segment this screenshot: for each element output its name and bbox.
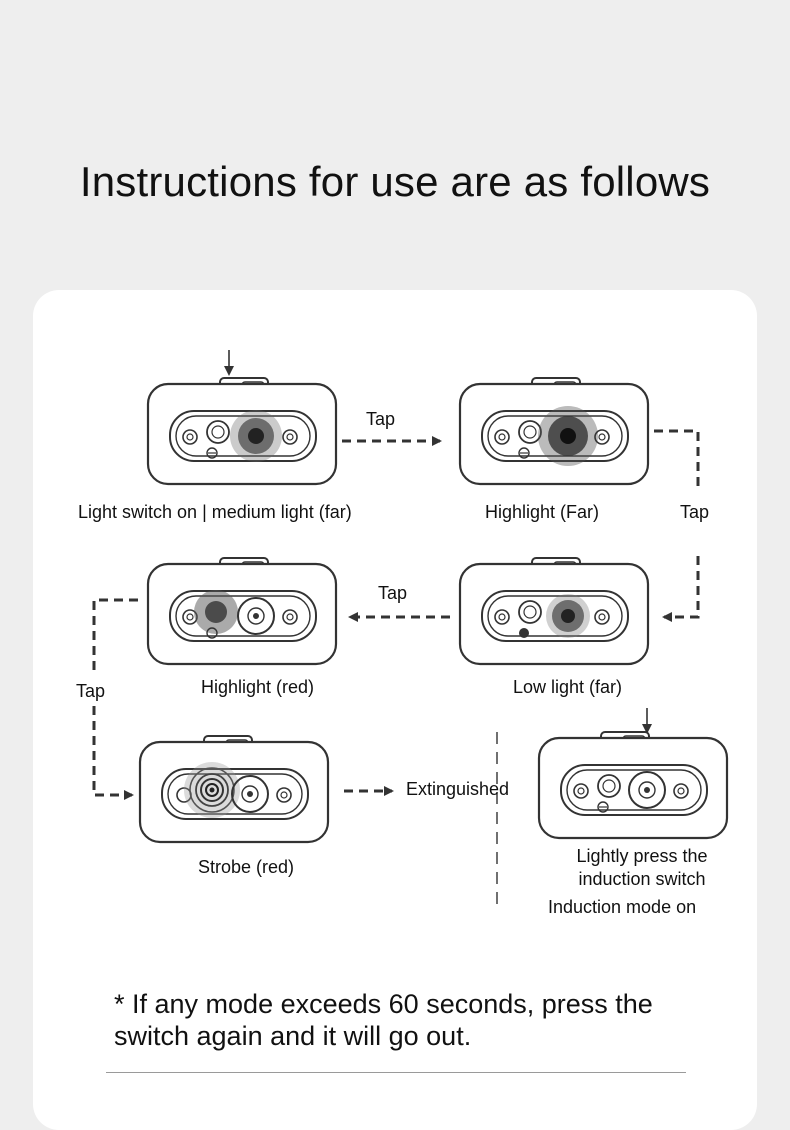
step-label: Low light (far) [513, 677, 623, 697]
headlamp-medium-far [146, 377, 338, 486]
step-label: Highlight (Far) [485, 502, 600, 522]
tap-label: Tap [378, 583, 408, 603]
tap-label: Tap [680, 502, 710, 522]
footnote: * If any mode exceeds 60 seconds, press … [114, 989, 653, 1051]
footnote-divider [106, 1072, 686, 1073]
page-title: Instructions for use are as follows [79, 158, 711, 205]
tap-label: Tap [366, 409, 396, 429]
tap-label: Tap [76, 681, 106, 701]
step-label: Strobe (red) [198, 857, 295, 877]
headlamp-strobe-red [138, 735, 330, 844]
headlamp-low-far [458, 557, 650, 666]
headlamp-high-far [458, 377, 650, 486]
step-label: Light switch on | medium light (far) [78, 502, 352, 522]
step-label: Lightly press the induction switch [576, 846, 708, 889]
headlamp-high-red [146, 557, 338, 666]
extinguished-label: Extinguished [406, 779, 510, 799]
headlamp-induction [537, 731, 729, 840]
step-label: Highlight (red) [201, 677, 315, 697]
step-label: Induction mode on [548, 897, 697, 917]
